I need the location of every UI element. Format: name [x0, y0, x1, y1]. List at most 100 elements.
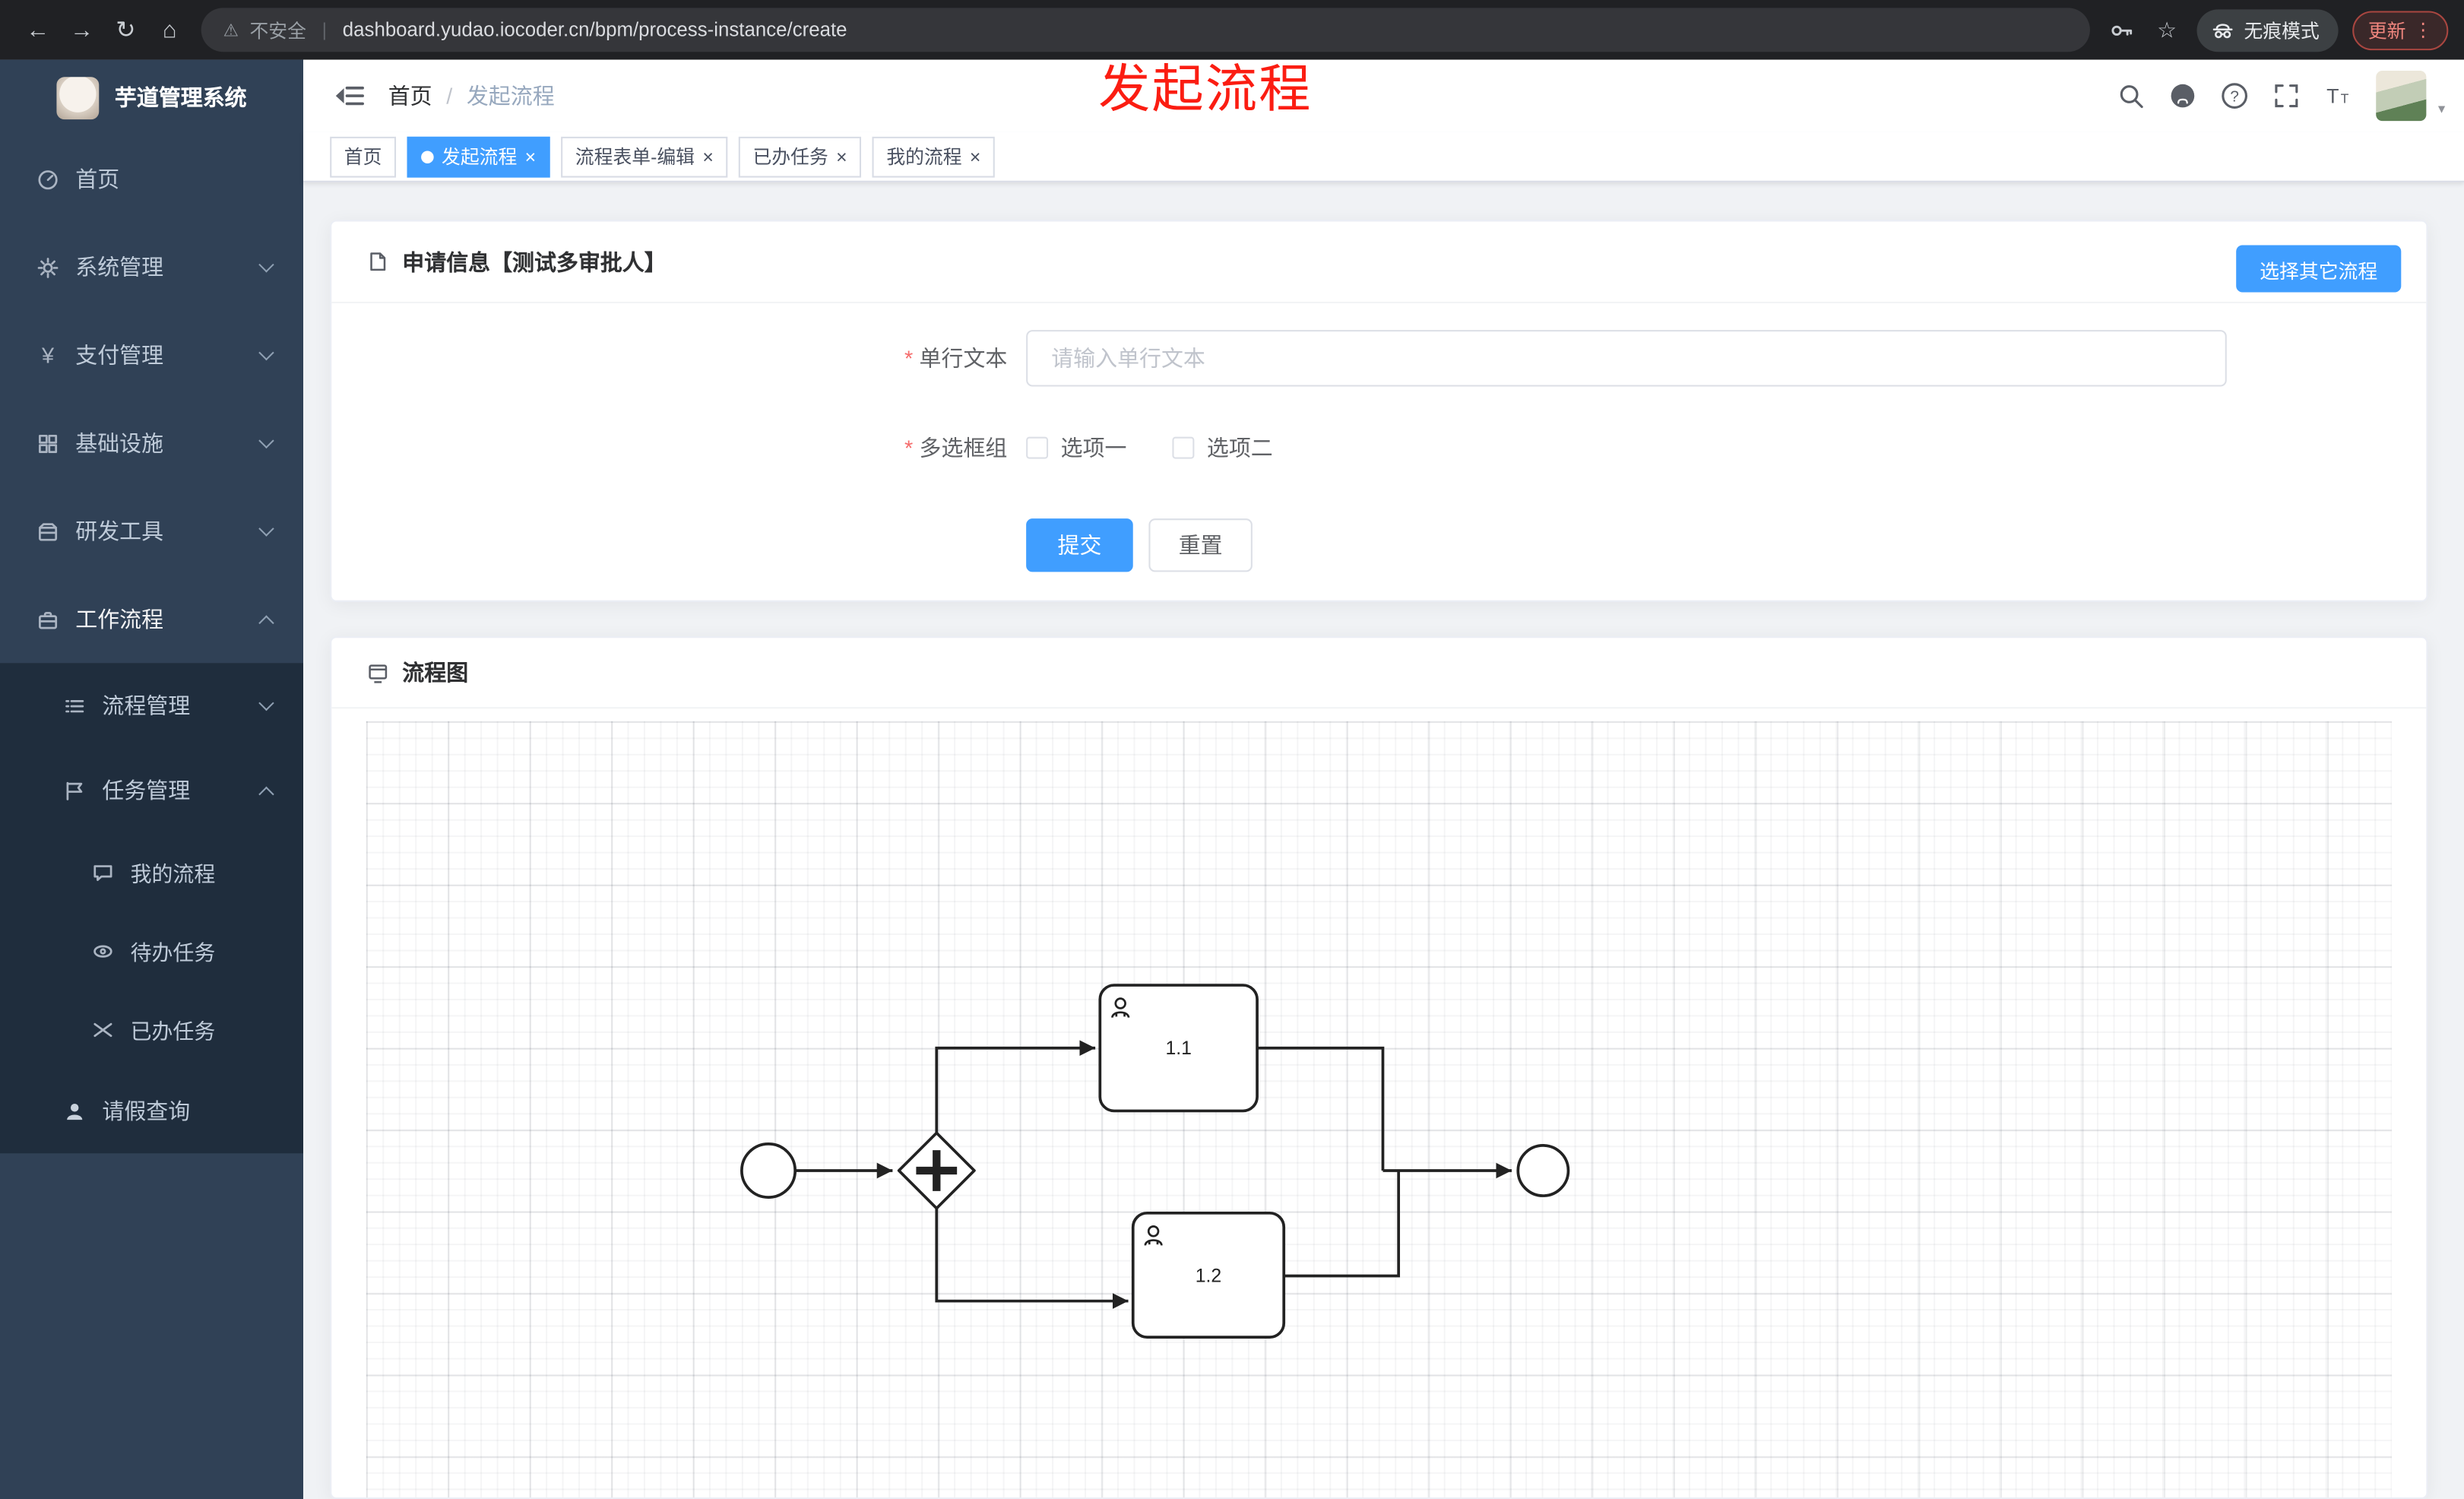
divider: |: [321, 18, 328, 41]
tab-form-edit[interactable]: 流程表单-编辑 ×: [561, 135, 728, 177]
sidebar-item-label: 流程管理: [102, 692, 191, 718]
sidebar-item-workflow[interactable]: 工作流程: [0, 575, 303, 664]
close-icon[interactable]: ×: [702, 145, 714, 168]
form-actions: 提交 重置: [1026, 518, 1253, 572]
close-icon[interactable]: ×: [969, 145, 981, 168]
eye-icon: [93, 944, 112, 957]
github-icon[interactable]: [2169, 81, 2197, 109]
select-other-process-button[interactable]: 选择其它流程: [2236, 245, 2402, 293]
home-button[interactable]: ⌂: [147, 6, 192, 53]
flow-task-1-2-to-merge: [1284, 1170, 1401, 1278]
warning-icon: ⚠: [223, 21, 239, 40]
checkbox-icon[interactable]: [1172, 436, 1195, 459]
sidebar-item-label: 已办任务: [130, 1019, 216, 1044]
fullscreen-icon[interactable]: [2273, 81, 2301, 109]
chevron-down-icon: [258, 344, 274, 360]
bookmark-star-button[interactable]: ☆: [2151, 14, 2182, 46]
reload-button[interactable]: ↻: [103, 6, 147, 53]
checkbox-option-2[interactable]: 选项二: [1172, 432, 1273, 463]
app-title: 芋道管理系统: [114, 84, 247, 110]
sidebar-item-infrastructure[interactable]: 基础设施: [0, 399, 303, 487]
sidebar-item-home[interactable]: 首页: [0, 135, 303, 223]
task-label: 1.1: [1165, 1038, 1191, 1059]
svg-text:T: T: [2327, 84, 2339, 107]
search-icon[interactable]: [2117, 81, 2146, 109]
svg-text:?: ?: [2231, 87, 2240, 105]
checkbox-label: 选项一: [1060, 435, 1127, 461]
sidebar: 芋道管理系统 首页 系统管理 ¥ 支付管理 基础设施: [0, 59, 304, 1499]
reload-icon: ↻: [116, 17, 136, 44]
address-bar[interactable]: ⚠ 不安全 | dashboard.yudao.iocoder.cn/bpm/p…: [201, 8, 2090, 52]
tab-home[interactable]: 首页: [330, 135, 397, 177]
sidebar-item-label: 首页: [75, 166, 120, 192]
required-mark: *: [904, 435, 914, 461]
close-icon[interactable]: ×: [836, 145, 847, 168]
checkbox-option-1[interactable]: 选项一: [1026, 432, 1126, 463]
toolbox-icon: [39, 522, 58, 540]
breadcrumb-separator: /: [446, 83, 453, 109]
chrome-update-button[interactable]: 更新 ⋮: [2352, 10, 2449, 50]
briefcase-icon: [39, 610, 58, 629]
tab-my-processes[interactable]: 我的流程 ×: [872, 135, 996, 177]
collapse-sidebar-icon[interactable]: [334, 80, 366, 111]
browser-chrome: ← → ↻ ⌂ ⚠ 不安全 | dashboard.yudao.iocoder.…: [0, 0, 2464, 60]
gear-icon: [37, 257, 59, 277]
key-icon: [2111, 25, 2133, 36]
flag-icon: [66, 781, 83, 800]
checkbox-icon[interactable]: [1026, 436, 1049, 459]
sidebar-item-system[interactable]: 系统管理: [0, 223, 303, 312]
checkbox-group: 选项一 选项二: [1026, 420, 1273, 476]
breadcrumb-home-link[interactable]: 首页: [388, 83, 432, 109]
app-logo-row: 芋道管理系统: [0, 60, 303, 135]
star-icon: ☆: [2157, 16, 2177, 42]
incognito-label: 无痕模式: [2244, 19, 2320, 42]
bpmn-diagram: 1.1 1.2: [740, 984, 1570, 1339]
gateway-plus-icon: [916, 1150, 958, 1191]
bpmn-user-task-1-2: [1131, 1211, 1286, 1339]
list-icon: [65, 699, 84, 712]
active-dot-icon: [421, 150, 434, 163]
reset-button[interactable]: 重置: [1148, 518, 1253, 572]
sidebar-item-done-tasks[interactable]: 已办任务: [0, 990, 303, 1068]
app-frame: 芋道管理系统 首页 系统管理 ¥ 支付管理 基础设施: [0, 59, 2464, 1499]
sidebar-item-label: 基础设施: [75, 430, 164, 456]
breadcrumb-current: 发起流程: [466, 83, 555, 109]
sidebar-item-process-management[interactable]: 流程管理: [0, 663, 303, 748]
password-key-button[interactable]: [2106, 14, 2137, 46]
task-label: 1.2: [1196, 1266, 1221, 1287]
grid-icon: [39, 433, 58, 452]
bpmn-user-task-1-1: [1098, 984, 1259, 1113]
sidebar-item-label: 我的流程: [130, 862, 216, 886]
chrome-right-cluster: ☆ 无痕模式 更新 ⋮: [2106, 8, 2449, 52]
submit-button[interactable]: 提交: [1026, 518, 1133, 572]
close-icon[interactable]: ×: [524, 145, 537, 168]
sidebar-item-devtools[interactable]: 研发工具: [0, 487, 303, 575]
sidebar-item-leave-query[interactable]: 请假查询: [0, 1069, 303, 1154]
svg-text:T: T: [2342, 90, 2350, 106]
bpmn-canvas[interactable]: 1.1 1.2: [366, 721, 2392, 1497]
sidebar-item-label: 请假查询: [102, 1098, 191, 1123]
sidebar-item-my-processes[interactable]: 我的流程: [0, 833, 303, 911]
avatar-dropdown-caret[interactable]: ▾: [2437, 100, 2446, 116]
tab-done-tasks[interactable]: 已办任务 ×: [738, 135, 862, 177]
help-icon[interactable]: ?: [2221, 81, 2249, 109]
incognito-badge: 无痕模式: [2196, 8, 2339, 52]
sidebar-item-payment[interactable]: ¥ 支付管理: [0, 311, 303, 399]
back-button[interactable]: ←: [16, 6, 60, 53]
update-label: 更新: [2367, 19, 2406, 42]
document-icon: [370, 252, 386, 271]
workflow-submenu: 流程管理 任务管理 我的流程 待办任务 已办: [0, 663, 304, 1154]
sidebar-item-task-management[interactable]: 任务管理: [0, 748, 303, 833]
tab-start-process[interactable]: 发起流程 ×: [407, 135, 550, 177]
tab-label: 我的流程: [886, 146, 962, 169]
tab-label: 首页: [344, 146, 382, 169]
single-line-text-input[interactable]: [1026, 330, 2227, 387]
forward-button[interactable]: →: [60, 6, 104, 53]
avatar[interactable]: [2377, 71, 2428, 122]
sidebar-item-todo-tasks[interactable]: 待办任务: [0, 911, 303, 990]
annotation-text: 发起流程: [1098, 59, 1313, 119]
flow-gateway-to-task-1-2: [935, 1208, 1129, 1309]
